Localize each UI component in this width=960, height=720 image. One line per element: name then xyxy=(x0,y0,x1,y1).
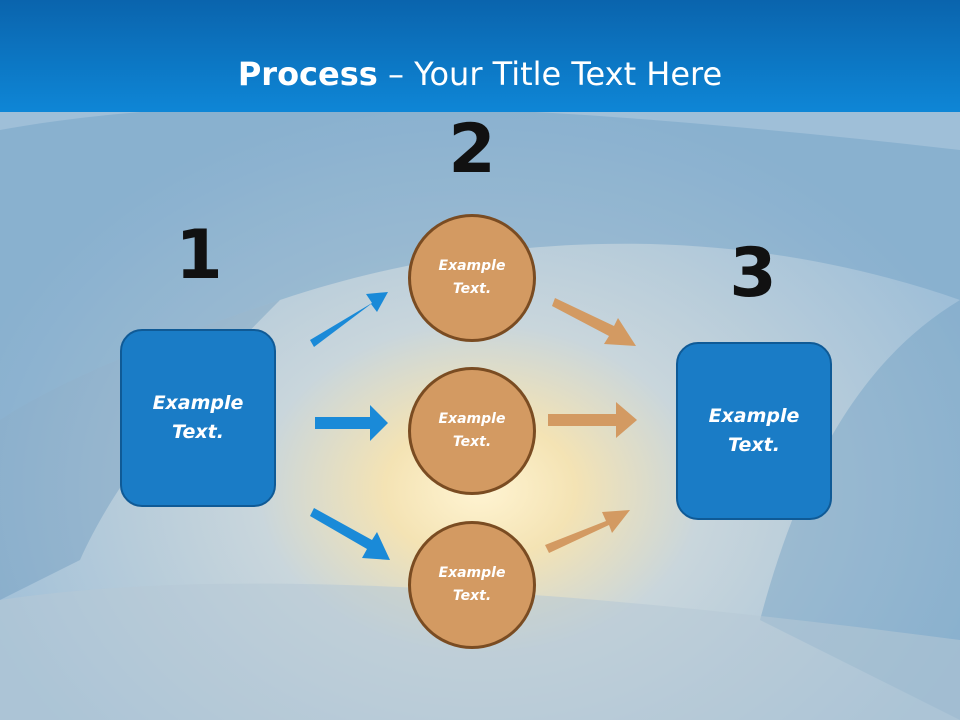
step-2-circle-middle: Example Text. xyxy=(408,367,536,495)
arrow-orange-down xyxy=(552,298,636,346)
circle-top-text: Example Text. xyxy=(438,258,506,297)
arrow-orange-right xyxy=(548,402,637,438)
circle-bottom-text: Example Text. xyxy=(438,565,506,604)
arrow-blue-right xyxy=(315,405,388,441)
title-bold: Process xyxy=(237,55,378,93)
step-3-box: Example Text. xyxy=(676,342,832,520)
step-number-3: 3 xyxy=(729,234,777,313)
page-title: Process – Your Title Text Here xyxy=(0,52,960,96)
arrow-orange-up xyxy=(545,510,630,553)
circle-middle-text: Example Text. xyxy=(438,411,506,450)
step-1-box: Example Text. xyxy=(120,329,276,507)
title-rest: – Your Title Text Here xyxy=(377,55,723,93)
arrow-blue-down xyxy=(310,508,390,560)
step-number-2: 2 xyxy=(448,110,496,189)
arrow-blue-up xyxy=(310,292,388,347)
step-number-1: 1 xyxy=(175,216,223,295)
title-bar xyxy=(0,0,960,112)
step-2-circle-bottom: Example Text. xyxy=(408,521,536,649)
step-2-circle-top: Example Text. xyxy=(408,214,536,342)
step-3-text: Example Text. xyxy=(708,405,800,456)
step-1-text: Example Text. xyxy=(152,392,244,443)
